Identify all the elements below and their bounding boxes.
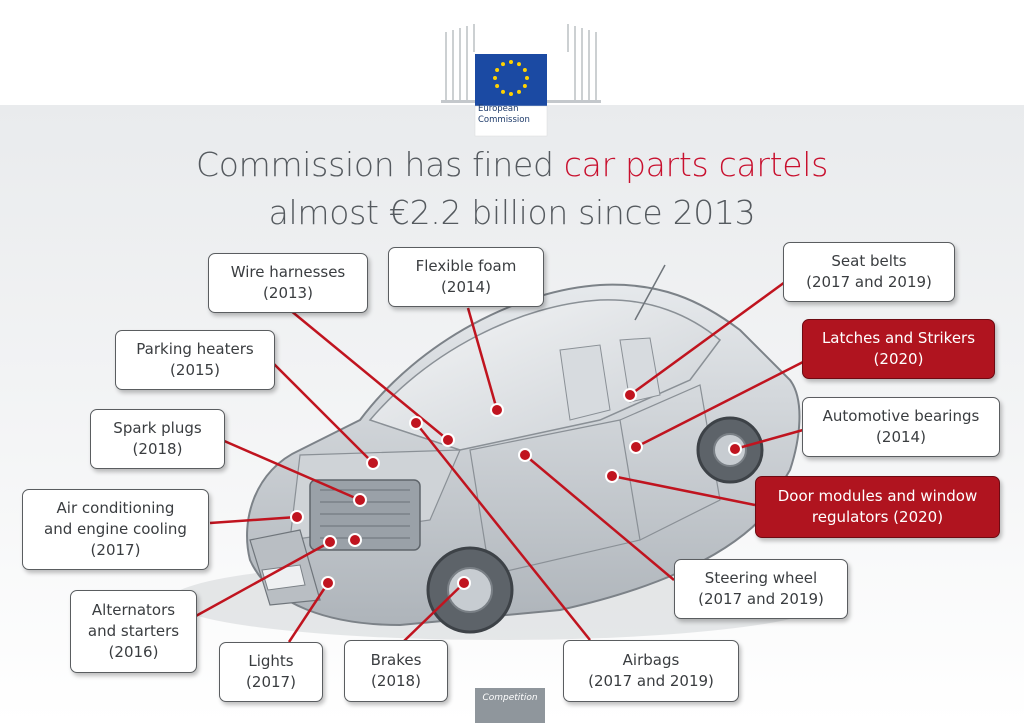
callout-flexible-foam: Flexible foam (2014): [388, 247, 544, 307]
callout-label: Brakes: [370, 651, 422, 669]
callout-year: (2014): [441, 278, 491, 296]
logo-line-2: Commission: [478, 115, 530, 125]
callout-label: Steering wheel: [704, 569, 818, 587]
wheel-icon: [426, 416, 764, 634]
callout-label: Airbags: [622, 651, 680, 669]
callout-label: Air conditioning: [56, 499, 175, 517]
callout-automotive-bearings: Automotive bearings (2014): [802, 397, 1000, 457]
callout-spark-plugs: Spark plugs (2018): [90, 409, 225, 469]
page-title-line-2: almost €2.2 billion since 2013: [268, 193, 756, 232]
eu-stars-icon: [493, 60, 529, 96]
title-accent: car parts cartels: [563, 145, 829, 184]
european-commission-logo: [441, 24, 601, 137]
callout-year: (2017): [246, 673, 296, 691]
callout-steering-wheel: Steering wheel (2017 and 2019): [674, 559, 848, 619]
callout-seat-belts: Seat belts (2017 and 2019): [783, 242, 955, 302]
callout-wire-harnesses: Wire harnesses (2013): [208, 253, 368, 313]
berlaymont-building-icon: [445, 24, 597, 100]
callout-label: Wire harnesses: [230, 263, 346, 281]
callout-airbags: Airbags (2017 and 2019): [563, 640, 739, 702]
callout-year: (2017 and 2019): [806, 273, 932, 291]
title-prefix: Commission has fined: [195, 145, 564, 184]
page-title-line-1: Commission has fined car parts cartels: [0, 145, 1024, 184]
callout-year: (2014): [876, 428, 926, 446]
callout-label: Door modules and window: [777, 487, 978, 505]
callout-label: Lights: [248, 652, 294, 670]
callout-brakes: Brakes (2018): [344, 640, 448, 702]
callout-label: Flexible foam: [415, 257, 517, 275]
logo-text: European Commission: [478, 104, 530, 126]
callout-year: (2013): [263, 284, 313, 302]
callout-lights: Lights (2017): [219, 642, 323, 702]
callout-label-2: and starters: [87, 622, 180, 640]
callout-label: Alternators: [91, 601, 176, 619]
callout-year: (2018): [132, 440, 183, 458]
callout-year: (2015): [170, 361, 220, 379]
callout-label: Automotive bearings: [822, 407, 980, 425]
callout-label: Parking heaters: [136, 340, 254, 358]
callout-parking-heaters: Parking heaters (2015): [115, 330, 275, 390]
callout-year: (2016): [108, 643, 159, 661]
logo-line-1: European: [478, 104, 519, 114]
callout-year: (2017 and 2019): [698, 590, 824, 608]
callout-latches-strikers: Latches and Strikers (2020): [802, 319, 995, 379]
callout-label: Seat belts: [831, 252, 907, 270]
callout-year: (2018): [371, 672, 421, 690]
callout-label: Latches and Strikers: [821, 329, 976, 347]
callout-label: Spark plugs: [113, 419, 202, 437]
target-dots: [290, 388, 742, 590]
callout-year: (2020): [873, 350, 924, 368]
footer-tag: Competition: [475, 688, 545, 723]
callout-door-modules: Door modules and window regulators (2020…: [755, 476, 1000, 538]
callout-year: regulators (2020): [811, 508, 944, 526]
callout-air-conditioning: Air conditioning and engine cooling (201…: [22, 489, 209, 570]
callout-alternators: Alternators and starters (2016): [70, 590, 197, 673]
callout-year: (2017): [90, 541, 141, 559]
callout-label-2: and engine cooling: [44, 520, 187, 538]
leader-lines: [184, 280, 804, 643]
callout-year: (2017 and 2019): [588, 672, 714, 690]
